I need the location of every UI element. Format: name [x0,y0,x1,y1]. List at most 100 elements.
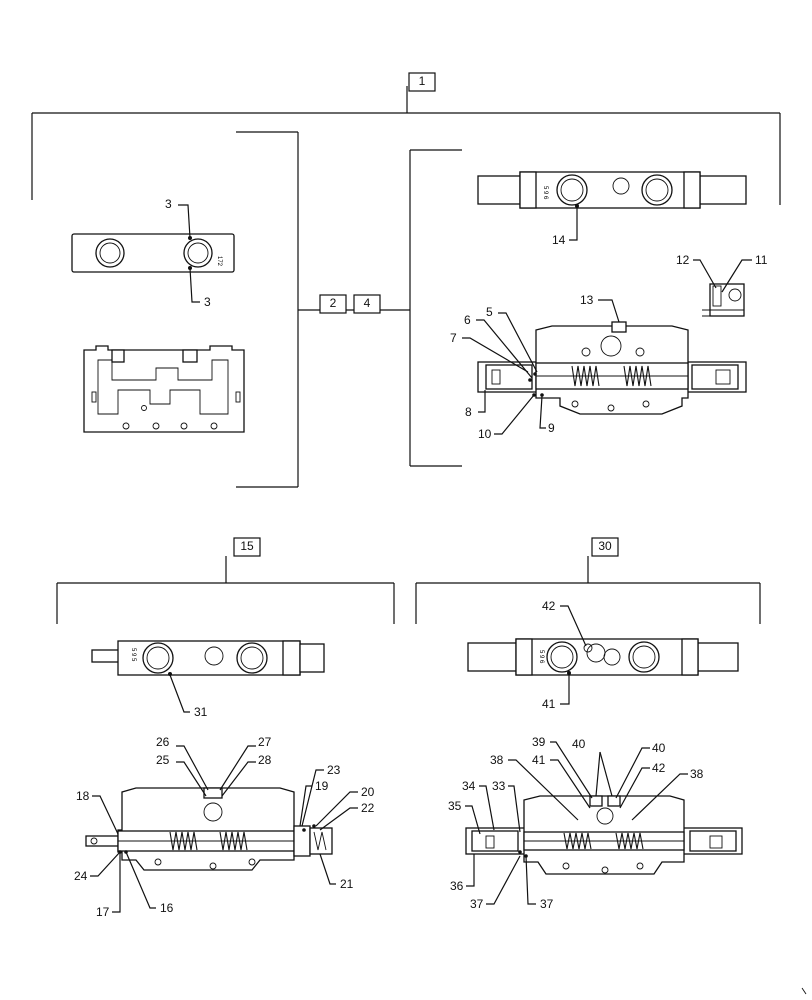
assembly-4-bracket [409,149,462,467]
svg-text:37: 37 [540,897,554,911]
svg-text:37: 37 [470,897,484,911]
section-15-top-view: 5 9 5 [91,640,325,676]
assembly-15-bracket: 15 [56,537,395,624]
svg-text:25: 25 [156,753,170,767]
svg-text:24: 24 [74,869,88,883]
svg-text:5: 5 [486,305,493,319]
svg-text:31: 31 [194,705,208,719]
svg-text:38: 38 [490,753,504,767]
section-2-top-view: 172 [71,233,235,273]
svg-text:40: 40 [652,741,666,755]
svg-text:40: 40 [572,737,586,751]
callout-40-left: 41 [532,753,591,809]
callout-16: 16 [125,851,174,915]
svg-text:12: 12 [676,253,690,267]
callout-7: 7 [450,331,529,373]
callout-9: 9 [539,395,555,435]
callout-38-left: 39 [532,735,593,799]
svg-text:3: 3 [204,295,211,309]
svg-text:19: 19 [315,779,329,793]
section-30-cross-section [465,795,743,875]
svg-text:38: 38 [690,767,704,781]
assembly-1-bracket: 1 [31,72,781,205]
callout-8: 8 [465,390,486,419]
callout-29: 31 [169,674,208,719]
svg-text:41: 41 [532,753,546,767]
callout-38-right: 40 [615,741,666,799]
section-15-cross-section [85,787,333,871]
callout-13: 13 [580,293,620,323]
svg-text:20: 20 [361,785,375,799]
svg-text:6: 6 [464,313,471,327]
callout-22: 22 [319,801,375,831]
callout-6: 6 [464,313,533,379]
callout-19: 19 [299,779,329,827]
svg-text:42: 42 [652,761,666,775]
part-mark-15: 5 9 5 [130,648,136,662]
svg-text:41: 41 [542,697,556,711]
svg-text:11: 11 [755,253,768,267]
svg-text:42: 42 [542,599,556,613]
callout-42: 42 [542,599,587,647]
callout-23: 23 [301,763,341,827]
assembly-2-label: 2 [330,296,337,310]
assembly-2-bracket: 2 4 [236,131,410,488]
svg-text:34: 34 [462,779,476,793]
svg-text:36: 36 [450,879,464,893]
part-mark-4: 5 9 6 [542,186,548,200]
svg-text:27: 27 [258,735,272,749]
svg-text:18: 18 [76,789,90,803]
callout-41: 41 [542,674,570,711]
svg-text:9: 9 [548,421,555,435]
svg-text:3: 3 [165,197,172,211]
callout-40-right: 42 [619,761,666,809]
svg-text:17: 17 [96,905,110,919]
svg-text:8: 8 [465,405,472,419]
callout-35: 37 [525,855,554,911]
callout-18: 18 [76,789,119,835]
part-mark-172: 172 [216,256,222,267]
callout-3-top: 3 [165,197,191,239]
callout-17: 17 [96,852,121,919]
detail-11-12: 12 11 [676,253,768,317]
corner-mark [801,987,807,995]
callout-37-left: 38 [490,753,579,821]
part-mark-30: 5 9 6 [538,650,544,664]
assembly-30-bracket: 30 [415,537,761,624]
svg-text:13: 13 [580,293,594,307]
section-30-top-view: 5 9 6 [467,638,739,676]
svg-text:26: 26 [156,735,170,749]
callout-20: 20 [315,785,375,827]
callout-34: 36 [450,854,475,893]
svg-text:35: 35 [448,799,462,813]
callout-5: 5 [486,305,538,373]
callout-10: 10 [478,394,535,441]
callout-36: 37 [470,855,521,911]
callout-21: 21 [319,853,354,891]
svg-text:39: 39 [532,735,546,749]
svg-text:16: 16 [160,901,174,915]
svg-text:14: 14 [552,233,566,247]
assembly-4-label: 4 [364,296,371,310]
callout-14: 14 [552,206,578,247]
callout-3-bottom: 3 [189,267,211,309]
svg-text:22: 22 [361,801,375,815]
assembly-1-label: 1 [419,74,426,88]
callout-25: 25 [156,753,207,797]
assembly-30-label: 30 [598,539,612,553]
section-2-cross-section [83,345,245,433]
callout-37-right: 38 [631,767,704,821]
svg-text:7: 7 [450,331,457,345]
callout-26: 26 [156,735,209,791]
callout-28: 28 [221,753,272,797]
callout-33: 35 [448,799,481,835]
assembly-15-label: 15 [240,539,254,553]
callout-24: 24 [74,851,121,883]
svg-text:21: 21 [340,877,354,891]
svg-text:23: 23 [327,763,341,777]
callout-39: 40 [572,737,613,797]
svg-text:10: 10 [478,427,492,441]
section-4-top-view: 5 9 6 [477,171,747,209]
callout-31: 33 [492,779,521,833]
